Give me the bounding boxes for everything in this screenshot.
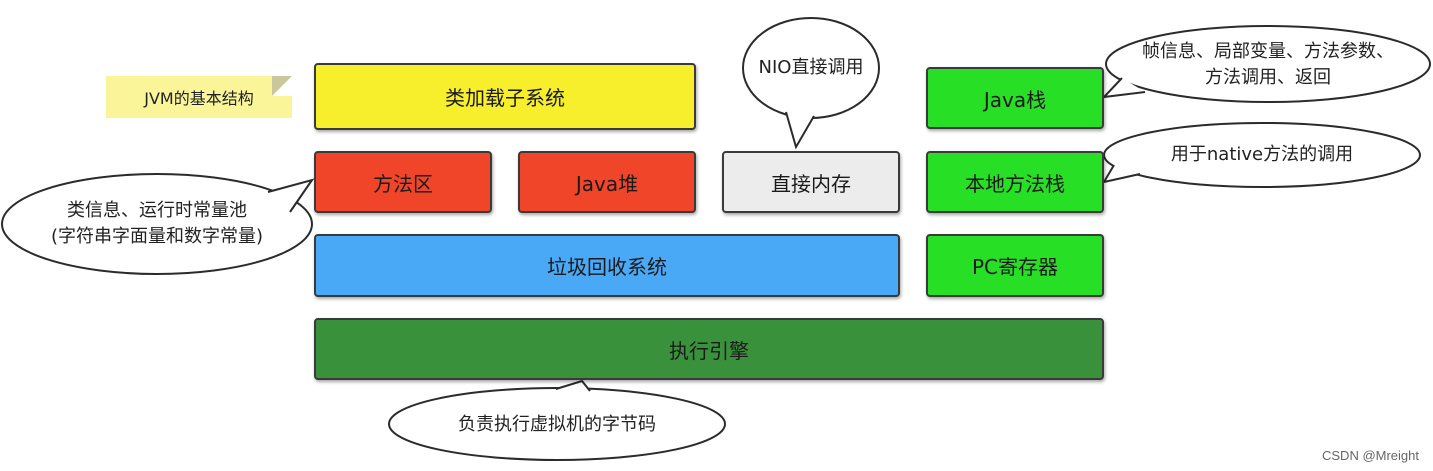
native-stack-label: 本地方法栈	[965, 171, 1065, 196]
native-stack-box: 本地方法栈	[926, 151, 1104, 213]
frame-info-line2: 方法调用、返回	[1205, 67, 1331, 88]
nio-bubble-text: NIO直接调用	[750, 48, 872, 88]
direct-memory-label: 直接内存	[771, 171, 851, 196]
exec-engine-label: 执行引擎	[669, 338, 749, 363]
frame-info-bubble-text: 帧信息、局部变量、方法参数、 方法调用、返回	[1116, 38, 1420, 92]
class-info-bubble	[1, 173, 313, 275]
gc-label: 垃圾回收系统	[547, 255, 667, 279]
frame-info-bubble	[1105, 25, 1431, 103]
java-stack-box: Java栈	[926, 67, 1104, 129]
bytecode-text: 负责执行虚拟机的字节码	[458, 414, 656, 435]
method-area-label: 方法区	[373, 171, 433, 196]
direct-memory-box: 直接内存	[722, 151, 900, 213]
method-area-box: 方法区	[314, 151, 492, 213]
native-use-bubble	[1103, 122, 1421, 188]
exec-engine-box: 执行引擎	[314, 318, 1104, 380]
bytecode-bubble-text: 负责执行虚拟机的字节码	[400, 410, 714, 440]
java-heap-label: Java堆	[575, 171, 639, 196]
sticky-note: JVM的基本结构	[106, 76, 292, 118]
nio-text: NIO直接调用	[758, 57, 864, 78]
class-loader-label: 类加载子系统	[445, 86, 565, 110]
gc-box: 垃圾回收系统	[314, 234, 900, 297]
class-info-line2: (字符串字面量和数字常量)	[50, 226, 264, 247]
java-stack-label: Java栈	[983, 87, 1047, 112]
note-fold-corner	[272, 76, 292, 96]
pc-register-label: PC寄存器	[971, 255, 1059, 279]
native-use-text: 用于native方法的调用	[1170, 144, 1354, 165]
pc-register-box: PC寄存器	[926, 234, 1104, 297]
class-loader-box: 类加载子系统	[314, 63, 696, 130]
watermark: CSDN @Mreight	[1322, 448, 1419, 463]
note-label: JVM的基本结构	[144, 89, 254, 108]
java-heap-box: Java堆	[518, 151, 696, 213]
class-info-bubble-text: 类信息、运行时常量池 (字符串字面量和数字常量)	[10, 196, 304, 252]
native-use-bubble-text: 用于native方法的调用	[1112, 140, 1412, 170]
frame-info-line1: 帧信息、局部变量、方法参数、	[1142, 41, 1394, 62]
class-info-line1: 类信息、运行时常量池	[67, 200, 247, 221]
